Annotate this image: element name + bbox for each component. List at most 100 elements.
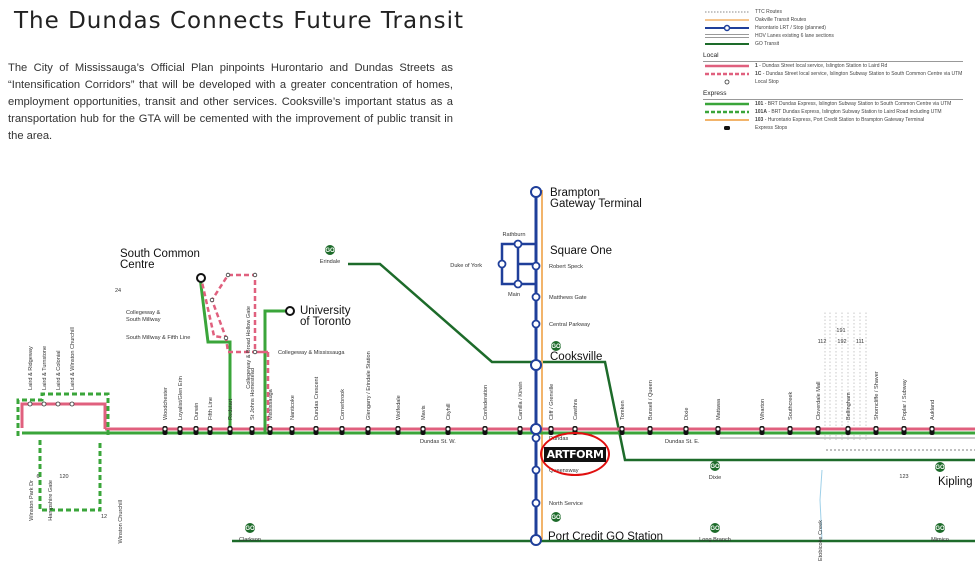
misc-map-label: Dundas St. W. <box>420 439 456 445</box>
legend-express-row: 101A - BRT Dundas Express, Islington Sub… <box>703 108 973 116</box>
legend-expstop-swatch <box>724 126 730 130</box>
dundas-local-stop <box>573 427 577 431</box>
dundas-local-stop <box>874 427 878 431</box>
misc-map-label: Winston Churchill <box>118 500 124 544</box>
legend-general-swatch <box>703 24 751 32</box>
hurontario-stop-label: Central Parkway <box>549 322 590 328</box>
misc-map-label: South Millway <box>126 317 161 323</box>
stop-markers <box>27 186 945 546</box>
legend-express-swatch-graphic <box>724 126 730 130</box>
legend-local-section: 1 - Dundas Street local service, Islingt… <box>703 62 973 86</box>
legend-local-code: 1C <box>755 71 762 77</box>
dundas-local-stop <box>208 427 212 431</box>
legend-express-swatch <box>703 100 751 108</box>
dundas-stop-label: Southcreek <box>788 392 794 420</box>
laird-local-stop <box>41 401 47 407</box>
legend-general-row: GO Transit <box>703 40 973 48</box>
legend-express-code: 103 <box>755 117 764 123</box>
misc-map-label: Collegeway & Mississauga <box>278 350 345 356</box>
go-station-label: Erindale <box>320 259 341 265</box>
go-hub-badge-text: GO <box>551 515 561 521</box>
go-badge-text: GO <box>325 248 335 254</box>
route-number-label: 6 <box>36 474 39 480</box>
dundas-local-stop <box>648 427 652 431</box>
dundas-stop-label: Cliff / Grenville <box>549 384 555 420</box>
dundas-stop-label: Wharton <box>760 399 766 420</box>
dundas-local-stop <box>314 427 318 431</box>
dundas-local-stop <box>290 427 294 431</box>
port-credit-label: Port Credit GO Station <box>548 531 663 543</box>
legend-localstop-swatch <box>724 79 730 85</box>
legend-local-row: 1 - Dundas Street local service, Islingt… <box>703 62 973 70</box>
hurontario-stop-label: Matthews Gate <box>549 295 587 301</box>
route-number-label: 24 <box>115 288 121 294</box>
legend-local-swatch-graphic <box>705 64 749 68</box>
dundas-stop-label: Confederation <box>483 385 489 420</box>
hurontario-stop-label: North Service <box>549 501 583 507</box>
dundas-stop-label: Laird & Winston Churchill <box>70 327 76 390</box>
hurontario-hub-stop <box>530 359 542 371</box>
legend-express-swatch-graphic <box>705 119 749 121</box>
dundas-stop-label: Bellingham <box>846 392 852 420</box>
dundas-stop-label: Glengarry / Erindale Station <box>366 351 372 420</box>
dundas-stop-label: Laird & Turnstone <box>42 346 48 390</box>
go-badge-text: GO <box>710 464 720 470</box>
dundas-local-stop <box>228 427 232 431</box>
intro-paragraph: The City of Mississauga’s Official Plan … <box>8 62 453 142</box>
branch-local-stop <box>225 272 231 278</box>
go-hub-badge <box>551 341 561 351</box>
dundas-local-stop <box>620 427 624 431</box>
legend-express-swatch <box>703 116 751 124</box>
misc-map-label: Hampshire Gate <box>48 480 54 521</box>
dundas-stop-label: Mattawa <box>716 398 722 420</box>
dundas-stop-label: Poplar / Subway <box>902 379 908 420</box>
dundas-stop-label: Cityhill <box>446 404 452 420</box>
dundas-stop-label: Dundas Crescent <box>314 376 320 420</box>
route-number-label: 120 <box>59 474 68 480</box>
route-number-label: 111 <box>856 339 864 345</box>
legend-local-row: 1C - Dundas Street local service, Isling… <box>703 70 973 78</box>
go-station-badge <box>935 523 945 533</box>
dundas-local-stop <box>250 427 254 431</box>
misc-map-label: Collegeway & <box>126 310 160 316</box>
loop-lrt-stop <box>513 239 523 249</box>
go-station-label: Mimico <box>931 537 949 543</box>
legend-general-label: GO Transit <box>755 41 780 47</box>
misc-map-label: Collegeway & Broad Hollow Gate <box>246 306 252 389</box>
dundas-local-stop <box>816 427 820 431</box>
legend-express-row: 103 - Hurontario Express, Port Credit St… <box>703 116 973 124</box>
brampton-label: Gateway Terminal <box>550 198 642 210</box>
legend-local-label: 1C - Dundas Street local service, Isling… <box>755 71 963 77</box>
express-101a-loop <box>16 392 110 436</box>
express-101-south-common-branch <box>198 276 232 433</box>
legend-general-swatch-graphic <box>705 19 749 21</box>
dundas-stop-label: Woodchester <box>163 387 169 420</box>
go-station-label: Clarkson <box>239 537 261 543</box>
dundas-local-stop <box>518 427 522 431</box>
go-milton-line <box>348 262 975 462</box>
legend-general-swatch-graphic <box>705 43 749 45</box>
dundas-local-stop <box>716 427 720 431</box>
dundas-stop-label: Redstart <box>228 398 234 420</box>
dundas-local-stop <box>446 427 450 431</box>
dundas-local-stop <box>684 427 688 431</box>
go-station-label: Dixie <box>709 475 721 481</box>
laird-local-stop <box>69 401 75 407</box>
dundas-stop-label: Mississauga <box>268 388 274 420</box>
legend-general-row: HOV Lanes existing 6 lane sections <box>703 32 973 40</box>
go-badge-text: GO <box>935 526 945 532</box>
legend-local-code: 1 <box>755 63 758 69</box>
legend-express-row: Express Stops <box>703 124 973 132</box>
express-101a-branch <box>38 440 102 512</box>
legend-general-label: Hurontario LRT / Stop (planned) <box>755 25 826 31</box>
page-title: The Dundas Connects Future Transit <box>14 8 465 34</box>
legend-local-swatch <box>703 70 751 78</box>
route-number-label: 192 <box>837 339 846 345</box>
misc-map-label: South Millway & Fifth Line <box>126 335 190 341</box>
legend-general-swatch <box>703 40 751 48</box>
dundas-stop-label: Loyalist/Glen Erin <box>178 376 184 420</box>
dundas-local-stop <box>760 427 764 431</box>
